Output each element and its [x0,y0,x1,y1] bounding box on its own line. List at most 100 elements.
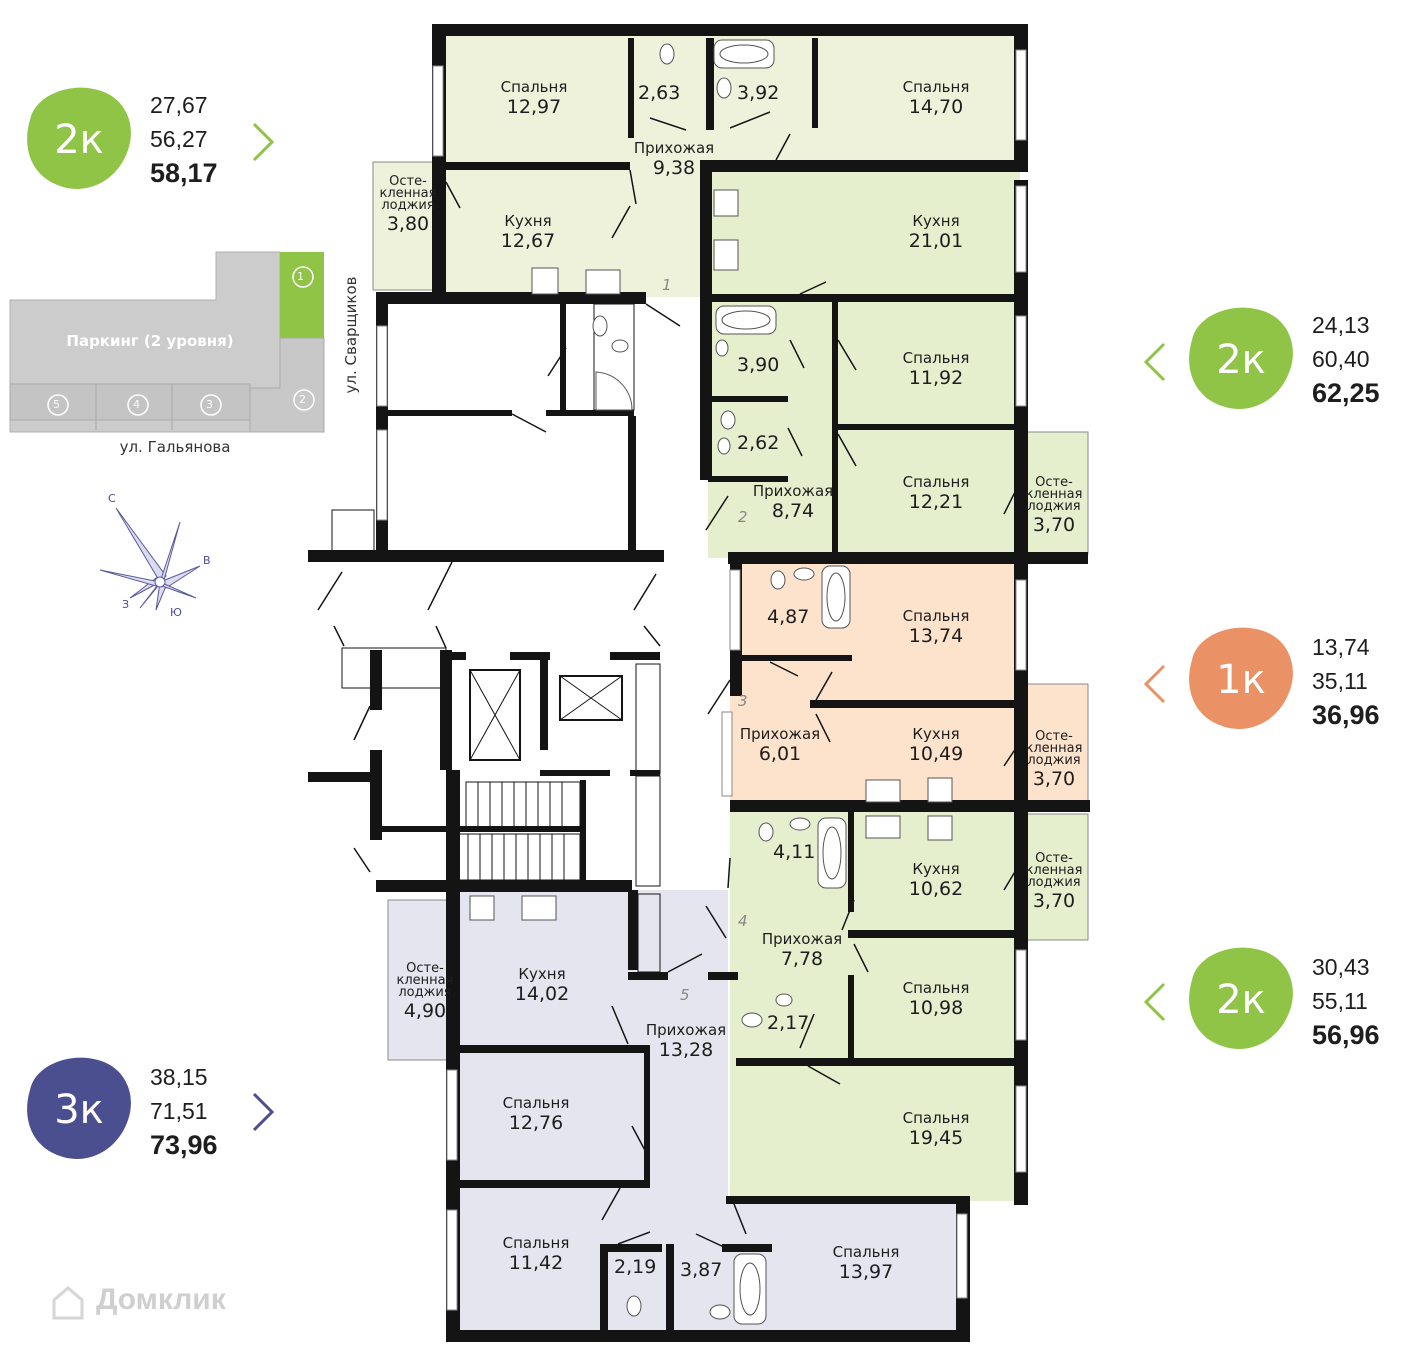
stove-icon [531,267,559,295]
section-marker-5 [47,394,69,416]
apartment-5-fill-b[interactable] [728,1196,968,1340]
section-marker-2 [293,389,315,411]
stove-icon [927,777,953,803]
apartment-5-area-wo-loggia: 71,51 [150,1098,208,1124]
room-a4-bedroom-1: Спальня 10,98 [902,979,970,1019]
room-a1-bedroom-2: Спальня 14,70 [902,78,970,118]
room-a2-bedroom-1: Спальня 11,92 [902,349,970,389]
room-a1-bedroom-1: Спальня 12,97 [500,78,568,118]
section-1-highlight [280,252,324,338]
room-a1-bathroom: 3,92 [737,82,780,104]
room-a4-wc: 2,17 [767,1012,810,1034]
room-a4-hall: Прихожая 7,78 [761,930,843,970]
sink-icon [789,817,811,831]
apartment-4-badge[interactable]: 2к [1216,977,1266,1023]
chevron-left-icon[interactable] [1140,662,1170,714]
apartment-4-badge-shape [1189,947,1293,1049]
stove-icon [927,815,953,841]
compass-west-label: З [122,598,130,611]
compass-east-label: В [203,554,211,567]
apartment-3-areas: 13,74 35,11 36,96 [1312,630,1380,732]
apartment-1-badge[interactable]: 2к [54,117,104,163]
apartment-1-living-area: 27,67 [150,92,208,118]
stove-icon [469,895,495,921]
apartment-number-5: 5 [680,986,690,1004]
room-a4-loggia: Осте- кленная лоджия 3,70 [1025,851,1083,912]
apartment-3-living-area: 13,74 [1312,634,1370,660]
apartment-5-areas: 38,15 71,51 73,96 [150,1060,218,1162]
section-label-1: 1 [297,270,304,283]
section-marker-3 [200,394,222,416]
apartment-1-area-wo-loggia: 56,27 [150,126,208,152]
apartment-5-badge-shape [27,1057,131,1159]
room-a2-loggia: Осте- кленная лоджия 3,70 [1025,475,1083,536]
chevron-right-icon[interactable] [248,1090,278,1142]
street-label-galyanova: ул. Гальянова [119,438,231,456]
domclick-logo-icon [52,1286,84,1320]
apartment-number-4: 4 [738,912,748,930]
sink-icon [709,1304,731,1320]
apartment-2-badge[interactable]: 2к [1216,337,1266,383]
room-a1-loggia: Осте- кленная лоджия 3,80 [379,174,437,235]
toilet-icon [741,1012,763,1028]
room-a3-bathroom: 4,87 [767,606,810,628]
apartment-3-badge-shape [1189,627,1293,729]
apartment-fills [372,32,1089,1340]
toilet-icon [758,822,774,842]
apartment-number-1: 1 [662,276,672,294]
kitchen-sink-icon [713,239,739,271]
windows [376,49,1027,1311]
room-a5-bedroom-2: Спальня 11,42 [502,1234,570,1274]
toilet-icon [716,77,732,99]
chevron-right-icon[interactable] [248,120,278,172]
sink-icon [611,339,629,353]
toilet-icon [720,410,736,430]
room-a4-kitchen: Кухня 10,62 [908,860,964,900]
toilet-icon [592,315,608,337]
room-a1-hall: Прихожая 9,38 [633,139,715,179]
apartment-5-total-area: 73,96 [150,1130,218,1160]
room-a4-bathroom: 4,11 [773,841,816,863]
door-swings [317,111,1017,1249]
room-a5-hall: Прихожая 13,28 [645,1021,727,1061]
apartment-1-badge-shape [27,87,131,189]
section-marker-4 [127,394,149,416]
sink-icon [793,567,815,581]
apartment-1-total-area: 58,17 [150,158,218,188]
room-a3-hall: Прихожая 6,01 [739,725,821,765]
sink-icon [775,993,793,1007]
apartment-4-loggia-fill [1019,813,1089,941]
room-a2-bedroom-2: Спальня 12,21 [902,473,970,513]
apartment-5-loggia-fill [387,899,449,1061]
chevron-left-icon[interactable] [1140,980,1170,1032]
section-label-3: 3 [206,398,213,411]
shower-icon [595,371,633,411]
apartment-number-2: 2 [738,508,748,526]
room-a5-loggia: Осте- кленная лоджия 4,90 [396,961,454,1022]
kitchen-sink-icon [865,779,901,803]
sink-icon [717,437,731,455]
apartment-2-fill[interactable] [708,168,1020,558]
apartment-2-badge-shape [1189,307,1293,409]
section-label-5: 5 [53,398,60,411]
room-a2-wc: 2,62 [737,432,780,454]
apartment-3-badge[interactable]: 1к [1216,657,1266,703]
toilet-icon [626,1295,642,1317]
chevron-left-icon[interactable] [1140,340,1170,392]
apartment-3-fill[interactable] [730,558,1020,808]
elevator-1 [469,669,521,761]
apartment-4-living-area: 30,43 [1312,954,1370,980]
staircase [455,781,581,881]
compass-south-label: Ю [170,606,182,619]
room-a5-wc: 2,19 [614,1256,657,1278]
room-a2-kitchen: Кухня 21,01 [908,212,964,252]
apartment-number-3: 3 [738,692,748,710]
apartment-4-total-area: 56,96 [1312,1020,1380,1050]
kitchen-sink-icon [585,269,621,295]
apartment-2-areas: 24,13 60,40 62,25 [1312,308,1380,410]
common-areas [331,303,661,973]
apartment-5-fill-c[interactable] [628,978,728,1198]
room-a1-wc: 2,63 [638,82,681,104]
apartment-5-badge[interactable]: 3к [54,1087,104,1133]
